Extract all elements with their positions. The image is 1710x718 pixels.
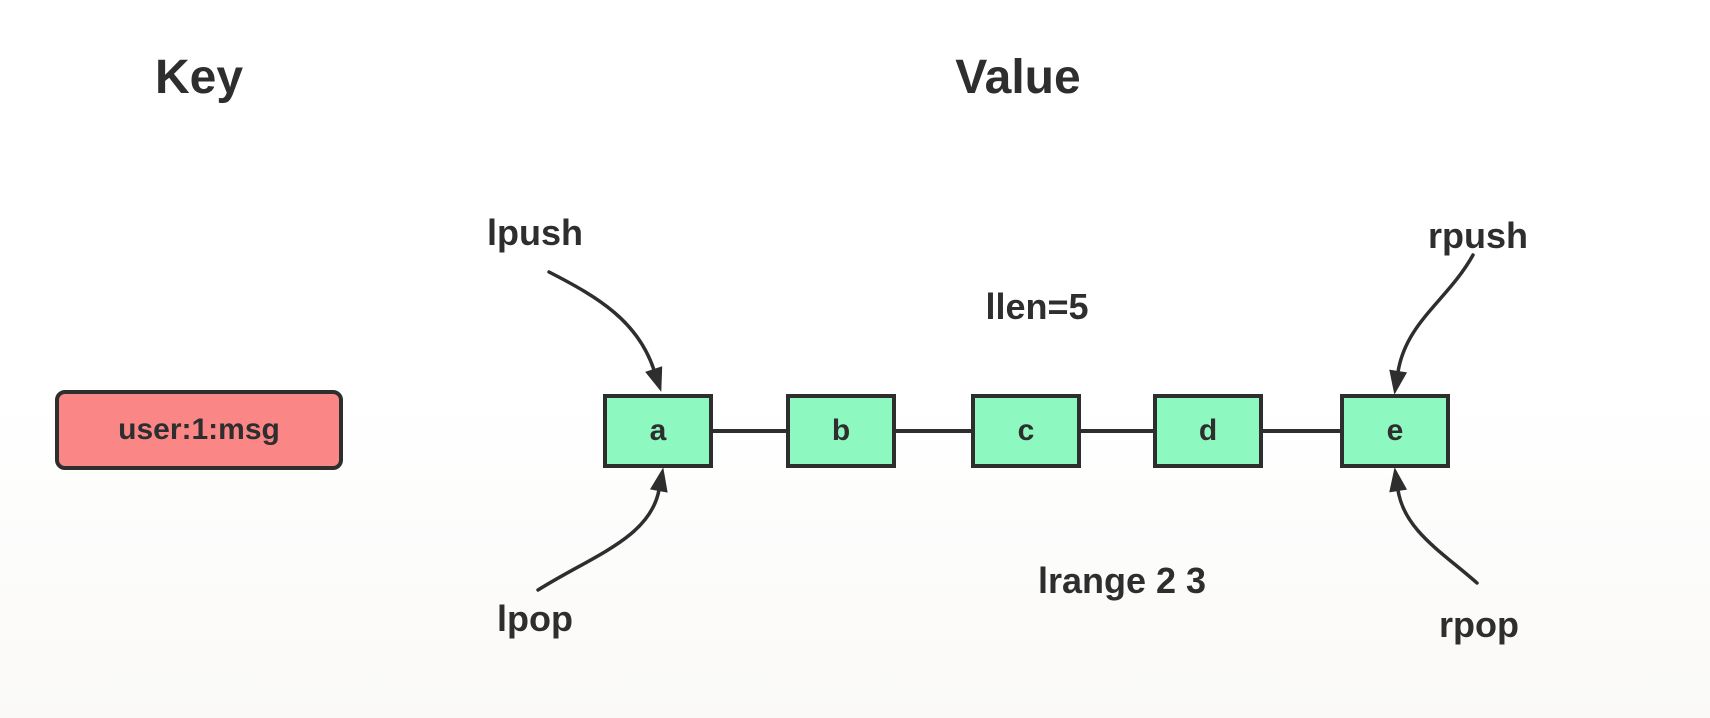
value-column-header: Value: [955, 51, 1081, 104]
lrange-label: lrange 2 3: [1037, 560, 1207, 601]
list-node-b: b: [786, 394, 896, 468]
rpush-label: rpush: [1427, 215, 1528, 256]
rpush-arrow: [1389, 253, 1475, 395]
key-box: user:1:msg: [55, 390, 343, 470]
key-column-header: Key: [154, 51, 244, 104]
list-node-label: b: [831, 414, 851, 447]
lpush-label: lpush: [487, 212, 583, 253]
list-node-c: c: [971, 394, 1081, 468]
lpush-arrow: [547, 270, 663, 392]
lpop-label: lpop: [497, 598, 573, 639]
lpop-arrow: [536, 467, 668, 592]
llen-label: llen=5: [985, 286, 1089, 327]
rpop-arrow: [1389, 467, 1479, 585]
list-node-label: e: [1386, 414, 1404, 447]
list-node-label: a: [649, 414, 667, 447]
list-node-e: e: [1340, 394, 1450, 468]
list-node-a: a: [603, 394, 713, 468]
list-node-label: d: [1198, 414, 1218, 447]
rpop-label: rpop: [1439, 604, 1519, 645]
list-node-d: d: [1153, 394, 1263, 468]
list-node-label: c: [1017, 414, 1035, 447]
key-box-label: user:1:msg: [118, 413, 280, 446]
